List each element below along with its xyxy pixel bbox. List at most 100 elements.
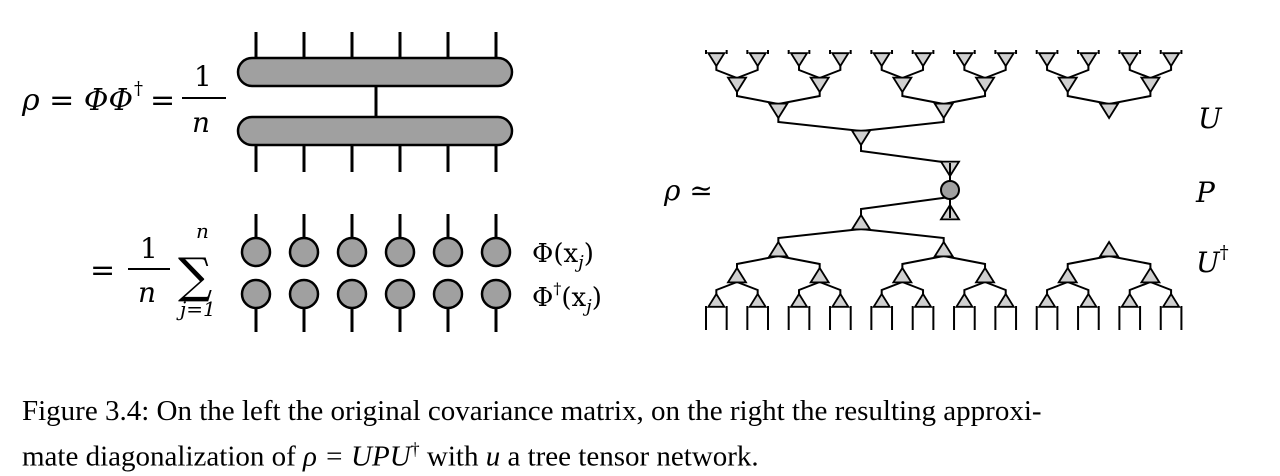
label-P: P [1195, 176, 1216, 209]
tree-link [1108, 255, 1152, 268]
tree-link [1128, 66, 1151, 79]
tree-tensor-triangle [809, 76, 831, 94]
tree-tensor-triangle [872, 292, 892, 308]
tree-link [1128, 281, 1151, 294]
tree-tensor-triangle [996, 292, 1016, 308]
rho-phiphi-text: ρ = ΦΦ [21, 83, 133, 118]
tree-link [984, 66, 1007, 79]
caption-math: ρ = UPU [303, 440, 411, 473]
tree-link [1067, 281, 1090, 294]
sum-fraction-numerator: 1 [140, 232, 158, 265]
tree-tensor-triangle [706, 52, 726, 68]
phi-dagger-node [288, 278, 320, 310]
tree-link [1067, 66, 1090, 79]
phi-node [384, 236, 416, 268]
tree-link [778, 92, 821, 105]
tree-tensor-triangle [1139, 76, 1162, 94]
equals-sign: = [150, 83, 175, 118]
caption-line-2: mate diagonalization of ρ = UPU† with u … [22, 439, 759, 473]
label-U-dagger: U† [1196, 242, 1229, 279]
phi-dagger-node [336, 278, 368, 310]
figure-diagram: ρ = ΦΦ † = 1 n = 1 n n ∑ j=1 Φ(xj) Φ†(xj… [21, 32, 1229, 332]
tree-link [1150, 66, 1173, 79]
tree-tensor-triangle [748, 52, 768, 68]
tree-tensor-triangle [830, 52, 850, 68]
tree-tensor-triangle [850, 129, 872, 147]
sum-equals: = [90, 253, 115, 288]
tree-link [860, 118, 945, 132]
caption-line-1: Figure 3.4: On the left the original cov… [22, 395, 1042, 427]
phi-dagger-node [432, 278, 464, 310]
tree-link [778, 255, 821, 268]
tree-link [943, 92, 987, 105]
phi-dagger-node [480, 278, 512, 310]
tree-tensor-triangle [891, 266, 913, 284]
tree-link [902, 281, 925, 294]
tree-link [1108, 92, 1152, 105]
phi-x-label: Φ(xj) [532, 239, 594, 273]
tree-link [1046, 66, 1069, 79]
tree-tensor-triangle [1057, 76, 1079, 94]
tree-tensor-triangle [1120, 52, 1140, 68]
tree-tensor-triangle [726, 76, 748, 94]
tree-tensor-triangle [974, 266, 996, 284]
tree-link [736, 92, 779, 105]
center-node-P [940, 180, 960, 200]
phi-dagger-node [240, 278, 272, 310]
sum-fraction-denominator: n [138, 276, 156, 309]
phi-node [288, 236, 320, 268]
tree-tensor-triangle [748, 292, 768, 308]
root-link [860, 196, 951, 215]
label-U: U [1198, 102, 1223, 135]
caption-u: u [485, 440, 501, 473]
tree-tensor-triangle [1120, 292, 1140, 308]
tree-tensor-triangle [1098, 102, 1120, 120]
tree-tensor-triangle [789, 52, 809, 68]
phi-node [240, 236, 272, 268]
product-state-nodes [240, 214, 512, 332]
left-equation-bottom: = 1 n n ∑ j=1 [90, 219, 216, 321]
phi-dagger-node [384, 278, 416, 310]
tree-tensor-triangle [767, 102, 789, 120]
tree-tensor-triangle [933, 240, 955, 258]
tree-link [736, 281, 759, 294]
caption-dagger: † [410, 439, 420, 459]
tree-link [777, 228, 862, 242]
tree-tensor-triangle [789, 292, 809, 308]
tree-tensor-triangle [913, 52, 933, 68]
sum-upper-limit: n [196, 219, 209, 243]
tree-tensor-triangle [954, 52, 974, 68]
tree-tensor-triangle [954, 292, 974, 308]
tree-tensor-triangle [872, 52, 892, 68]
root-link [860, 145, 951, 164]
dagger-symbol: † [134, 78, 143, 99]
tree-tensor-triangle [1057, 266, 1079, 284]
tree-tensor-triangle [767, 240, 789, 258]
tree-tensor-triangle [1078, 52, 1099, 68]
tree-tensor-triangle [706, 292, 726, 308]
tree-link [860, 228, 945, 242]
figure-caption: Figure 3.4: On the left the original cov… [22, 392, 1262, 476]
tree-tensor-triangle [1037, 292, 1057, 308]
tree-link [819, 281, 842, 294]
fraction-denominator: n [192, 106, 210, 139]
tree-tensor-triangle [1037, 52, 1057, 68]
tree-tensor-triangle [1161, 292, 1181, 308]
mps-bars [236, 32, 514, 172]
tree-link [798, 281, 821, 294]
tree-link [819, 66, 842, 79]
tree-link [798, 66, 821, 79]
tree-link [777, 118, 862, 132]
tree-link [984, 281, 1007, 294]
tree-link [963, 66, 986, 79]
tree-tensor-triangle [1139, 266, 1162, 284]
tree-tensor-triangle [1098, 240, 1120, 258]
phi-node [480, 236, 512, 268]
phi-labels: Φ(xj) Φ†(xj) [532, 239, 602, 317]
tree-tensor-triangle [974, 76, 996, 94]
tree-tensor-triangle [933, 102, 955, 120]
tree-link [1150, 281, 1173, 294]
tree-link [736, 255, 779, 268]
tree-tensor-triangle [891, 76, 913, 94]
tree-link [715, 281, 738, 294]
